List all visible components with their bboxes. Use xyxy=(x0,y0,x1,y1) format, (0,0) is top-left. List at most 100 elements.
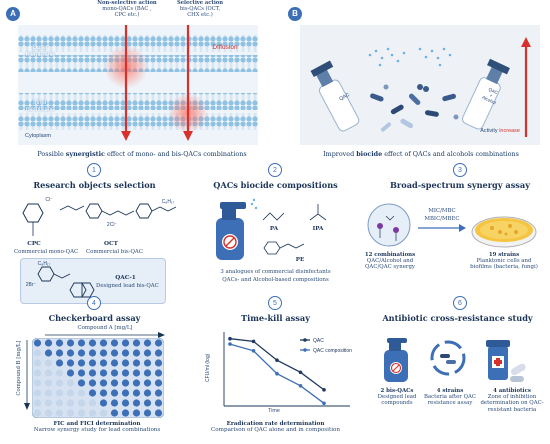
microplate-well xyxy=(77,379,86,387)
bottle-left xyxy=(310,60,360,132)
microplate-well xyxy=(154,379,163,387)
microplate-well xyxy=(33,369,42,377)
oct-desc: Commercial bis-QAC xyxy=(86,249,143,255)
microplate-well xyxy=(121,369,130,377)
section-2-caption-2: QACs- and Alcohol-based compositions xyxy=(222,277,329,283)
section-6-mid-text: 4 strains Bacteria after QAC resistance … xyxy=(422,388,478,407)
microplate-well xyxy=(44,409,53,417)
section-4-badge: 4 xyxy=(87,296,101,310)
section-4-caption-bold: FIC and FICI determination xyxy=(53,421,141,427)
legend-label-2: QAC composition xyxy=(313,348,352,354)
microplate-well xyxy=(55,399,64,407)
outer-membrane xyxy=(18,35,258,52)
microplate-well xyxy=(110,399,119,407)
microplate-well xyxy=(143,379,152,387)
microplate-well xyxy=(110,359,119,367)
microplate-well xyxy=(121,349,130,357)
microplate-well xyxy=(77,339,86,347)
spray-right xyxy=(418,47,452,67)
section-6-left-1: Designed lead xyxy=(377,394,417,401)
section-3-right-1: Planktonic cells and xyxy=(476,258,532,265)
microplate-well xyxy=(88,399,97,407)
nonselective-line3: CPC etc.) xyxy=(114,11,140,18)
microplate-well xyxy=(33,389,42,397)
microplate-well xyxy=(88,339,97,347)
microplate-well xyxy=(154,399,163,407)
mic-label: MIC/MBC xyxy=(428,208,456,214)
section-6-right-1: Zone of inhibition xyxy=(487,394,537,401)
microplate-well xyxy=(55,389,64,397)
section-6-left-2: compounds xyxy=(381,400,413,407)
microplate-well xyxy=(44,349,53,357)
section-3-right-2: biofilms (bacteria, fungi) xyxy=(470,264,538,271)
tk-xlabel: Time xyxy=(268,408,280,414)
panel-a-badge: A xyxy=(6,7,20,21)
oct-label: OCT xyxy=(104,241,118,247)
section-6-badge: 6 xyxy=(453,296,467,310)
section-1-badge: 1 xyxy=(87,163,101,177)
microplate-wells xyxy=(33,339,163,417)
bottles-illustration xyxy=(300,25,540,145)
panel-a-caption-pre: Possible xyxy=(37,150,66,158)
microplate xyxy=(32,338,164,418)
section-3-right-bold: 19 strains xyxy=(488,252,520,258)
microplate-well xyxy=(99,389,108,397)
section-2-badge: 2 xyxy=(268,163,282,177)
microplate-well xyxy=(55,359,64,367)
panel-a-caption-bold: synergistic xyxy=(65,150,105,158)
legend-marker-1 xyxy=(303,338,307,342)
section-2-caption-1: 3 analogues of commercial disinfectants xyxy=(220,269,331,275)
section-6-mid-1: Bacteria after QAC xyxy=(423,394,477,401)
series-point-2 xyxy=(322,401,326,406)
bottle-right xyxy=(461,58,510,130)
qac1-desc: Designed lead bis-QAC xyxy=(96,283,159,289)
microplate-well xyxy=(88,379,97,387)
microplate-well xyxy=(66,359,75,367)
microplate-well xyxy=(44,359,53,367)
legend-marker-2 xyxy=(303,348,307,352)
microplate-well xyxy=(110,409,119,417)
process-arrow xyxy=(418,224,466,232)
series-point-1 xyxy=(322,388,326,392)
section-6-right-bold: 4 antibiotics xyxy=(493,388,531,394)
pills-icon xyxy=(486,340,526,382)
section-6-title: Antibiotic cross-resistance study xyxy=(382,313,533,323)
microplate-well xyxy=(99,379,108,387)
panel-a-caption: Possible synergistic effect of mono- and… xyxy=(18,150,266,158)
series-point-1 xyxy=(251,339,256,344)
series-point-2 xyxy=(228,342,232,346)
oct-counter: 2Cl⁻ xyxy=(106,222,118,228)
microplate-well xyxy=(132,349,141,357)
section-3-badge: 3 xyxy=(453,163,467,177)
microplate-well xyxy=(99,409,108,417)
series-point-2 xyxy=(298,384,303,388)
section-5-caption: Eradication rate determination Compariso… xyxy=(198,421,353,434)
microplate-well xyxy=(110,369,119,377)
arrow-selective-head xyxy=(183,131,193,141)
section-5-caption-text: Comparison of QAC alone and in compositi… xyxy=(211,427,340,434)
series-point-2 xyxy=(275,371,279,376)
microplate-well xyxy=(55,409,64,417)
microplate-well xyxy=(143,409,152,417)
microplate-well xyxy=(154,409,163,417)
microplate-well xyxy=(99,359,108,367)
ipa-structure xyxy=(309,204,327,221)
nonselective-line1: Non-selective action xyxy=(97,0,157,6)
microplate-well xyxy=(143,339,152,347)
microplate-well xyxy=(88,349,97,357)
microplate-well xyxy=(44,379,53,387)
microplate-well xyxy=(132,379,141,387)
series-point-2 xyxy=(251,349,256,353)
microplate-well xyxy=(55,349,64,357)
activity-label: Activity increase xyxy=(450,128,520,134)
microplate-well xyxy=(66,409,75,417)
bacteria-cluster xyxy=(370,84,459,132)
microplate-well xyxy=(154,389,163,397)
outer-membrane-label: Outer membrane xyxy=(25,45,55,58)
section-3-title: Broad-spectrum synergy assay xyxy=(390,180,530,190)
selective-line2: bis-QACs (OCT, xyxy=(179,5,221,12)
pe-structure xyxy=(263,241,305,255)
microplate-well xyxy=(88,359,97,367)
cpc-desc: Commercial mono-QAC xyxy=(14,249,79,255)
microplate-well xyxy=(143,399,152,407)
